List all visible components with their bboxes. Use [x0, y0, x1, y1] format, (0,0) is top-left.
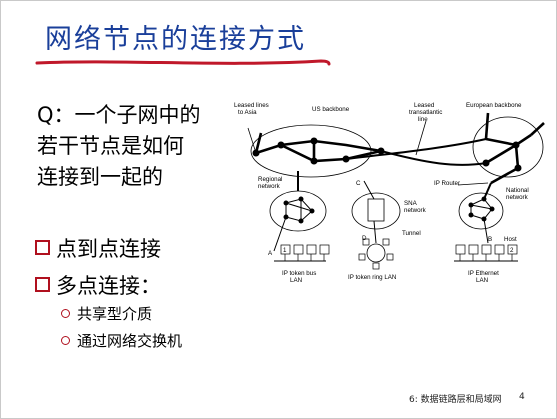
ethernet-lan — [454, 244, 518, 262]
network-diagram: Leased lines to Asia US backbone Leased … — [234, 102, 545, 284]
national-network-links — [468, 196, 495, 222]
sub-bullet-label: 共享型介质 — [77, 305, 153, 323]
european-backbone-links — [484, 112, 545, 185]
page-number: 4 — [519, 392, 525, 402]
token-ring — [366, 243, 386, 263]
label-host: Host — [504, 236, 517, 243]
title-underline — [35, 59, 331, 66]
label-token-bus-1: IP token bus — [282, 270, 316, 277]
label-c: C — [356, 180, 361, 187]
label-token-ring: IP token ring LAN — [348, 274, 396, 281]
sub-bullet-shared-medium: 共享型介质 — [61, 303, 152, 324]
sna-network-cloud — [351, 192, 401, 230]
label-national-2: network — [506, 194, 529, 201]
slide-footer: 6: 数据链路层和局域网 — [409, 395, 502, 405]
bullet-point-to-point: 点到点连接 — [35, 233, 161, 263]
square-bullet-icon — [35, 240, 50, 255]
square-bullet-icon — [35, 277, 50, 292]
token-bus-lan — [274, 244, 330, 262]
label-leased-lines-2: to Asia — [238, 109, 257, 116]
question-text: Q：一个子网中的 若干节点是如何 连接到一起的 — [37, 100, 247, 193]
bullet-label: 点到点连接 — [56, 237, 161, 261]
label-us-backbone: US backbone — [312, 106, 350, 113]
leader-lines — [247, 120, 489, 186]
backbone-routers — [252, 137, 522, 172]
question-line-1: Q：一个子网中的 — [37, 103, 201, 127]
label-european-backbone: European backbone — [466, 102, 522, 109]
regional-network-cloud — [269, 190, 327, 232]
label-ip-router: IP Router — [434, 180, 460, 187]
label-sna-1: SNA — [404, 200, 418, 207]
label-a: A — [268, 250, 273, 257]
circle-bullet-icon — [61, 309, 70, 318]
label-leased-3: line — [418, 116, 428, 123]
national-network-cloud — [458, 192, 504, 230]
sub-bullet-label: 通过网络交换机 — [77, 332, 183, 350]
bullet-label: 多点连接： — [56, 274, 161, 298]
question-line-3: 连接到一起的 — [37, 165, 163, 189]
question-line-2: 若干节点是如何 — [37, 134, 184, 158]
label-tunnel: Tunnel — [402, 230, 421, 237]
label-b: B — [488, 236, 492, 243]
label-host-1: 1 — [283, 247, 287, 254]
label-leased-1: Leased — [414, 102, 435, 109]
label-leased-2: transatlantic — [409, 109, 442, 116]
circle-bullet-icon — [61, 336, 70, 345]
slide-title: 网络节点的连接方式 — [45, 24, 306, 55]
transatlantic-links — [345, 138, 487, 166]
us-backbone-cloud — [250, 124, 372, 178]
label-leased-lines-1: Leased lines — [234, 102, 269, 109]
label-regional-2: network — [258, 183, 281, 190]
label-token-bus-2: LAN — [290, 277, 302, 284]
european-backbone-cloud — [472, 116, 544, 178]
sub-bullet-switch: 通过网络交换机 — [61, 330, 182, 351]
token-ring-hosts — [358, 238, 394, 270]
regional-network-links — [283, 196, 315, 224]
label-ethernet-2: LAN — [476, 277, 488, 284]
label-regional-1: Regional — [258, 176, 282, 183]
bullet-multipoint: 多点连接： — [35, 270, 161, 300]
sna-host-icon — [367, 198, 385, 222]
label-host-2: 2 — [510, 247, 514, 254]
label-sna-2: network — [404, 207, 427, 214]
label-ethernet-1: IP Ethernet — [468, 270, 499, 277]
label-d: D — [362, 235, 367, 242]
label-national-1: National — [506, 187, 529, 194]
